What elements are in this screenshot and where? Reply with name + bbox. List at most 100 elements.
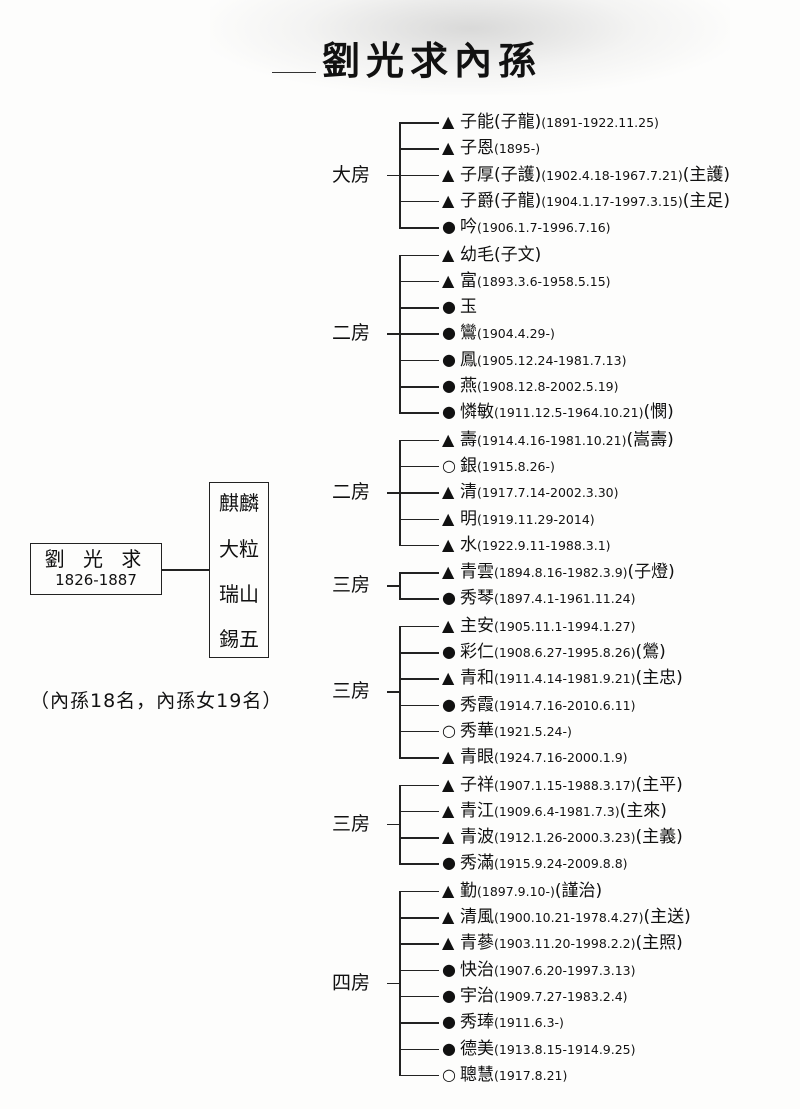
gender-symbol: ● xyxy=(442,1012,456,1032)
grandchild-name: 子厚 xyxy=(460,164,494,185)
branch-connector xyxy=(387,823,399,826)
gender-symbol: ▲ xyxy=(442,244,455,264)
grandchild-entry: ●玉 xyxy=(442,295,477,319)
life-dates: (1902.4.18-1967.7.21) xyxy=(541,167,683,183)
grandchild-name: 主安 xyxy=(460,615,494,636)
grandchild-entry: ▲主安(1905.11.1-1994.1.27) xyxy=(442,614,636,638)
member-connector xyxy=(399,544,439,547)
life-dates: (1895-) xyxy=(494,141,541,157)
member-connector xyxy=(399,598,439,600)
member-connector xyxy=(399,837,439,839)
branch-bracket xyxy=(399,890,401,1077)
alias-name: (主平) xyxy=(635,774,683,795)
life-dates: (1891-1922.11.25) xyxy=(541,115,659,130)
grandchild-name: 玉 xyxy=(460,297,477,318)
alias-name: (主來) xyxy=(619,800,667,821)
life-dates: (1924.7.16-2000.1.9) xyxy=(494,750,628,766)
member-connector xyxy=(399,492,439,494)
member-connector xyxy=(399,412,439,414)
grandchild-name: 快治 xyxy=(460,959,494,980)
life-dates: (1917.8.21) xyxy=(494,1067,568,1083)
grandchild-entry: ▲富(1893.3.6-1958.5.15) xyxy=(442,269,611,293)
grandchild-entry: ●憐敏(1911.12.5-1964.10.21)(憫) xyxy=(442,400,674,424)
gender-symbol: ▲ xyxy=(442,534,455,554)
gender-symbol: ○ xyxy=(442,720,456,740)
grandchild-entry: ○秀華(1921.5.24-) xyxy=(442,719,572,743)
grandchild-name: 勤 xyxy=(460,880,477,901)
son-name: 麒麟 xyxy=(219,491,259,515)
gender-symbol: ● xyxy=(442,323,456,343)
grandchild-entry: ●秀霞(1914.7.16-2010.6.11) xyxy=(442,693,636,717)
member-connector xyxy=(399,280,439,283)
member-connector xyxy=(399,917,439,919)
alias-name: (子文) xyxy=(494,244,542,265)
branch-connector xyxy=(387,691,399,693)
grandchild-name: 德美 xyxy=(460,1038,494,1059)
grandchild-name: 秀華 xyxy=(460,720,494,741)
life-dates: (1914.4.16-1981.10.21) xyxy=(477,432,627,448)
grandchild-entry: ▲青眼(1924.7.16-2000.1.9) xyxy=(442,745,628,769)
grandchild-name: 鳳 xyxy=(460,349,477,370)
gender-symbol: ▲ xyxy=(442,933,455,953)
gender-symbol: ● xyxy=(442,588,456,608)
gender-symbol: ▲ xyxy=(442,429,455,449)
grandchild-entry: ○銀(1915.8.26-) xyxy=(442,454,555,478)
member-connector xyxy=(399,227,439,229)
grandchild-entry: ▲幼毛(子文) xyxy=(442,243,541,267)
member-connector xyxy=(399,704,439,707)
gender-symbol: ▲ xyxy=(442,800,455,820)
life-dates: (1897.9.10-) xyxy=(477,883,555,899)
gender-symbol: ● xyxy=(442,349,456,369)
member-connector xyxy=(399,784,439,786)
gender-symbol: ● xyxy=(442,853,456,873)
grandchild-entry: ▲青和(1911.4.14-1981.9.21)(主忠) xyxy=(442,666,683,690)
alias-name: (主照) xyxy=(635,933,683,954)
member-connector xyxy=(399,465,439,468)
gender-symbol: ● xyxy=(442,297,456,317)
gender-symbol: ● xyxy=(442,985,456,1005)
gender-symbol: ● xyxy=(442,642,456,661)
alias-name: (主護) xyxy=(682,164,731,185)
grandchild-name: 銀 xyxy=(460,455,477,476)
gender-symbol: ● xyxy=(442,402,456,422)
grandchild-name: 青眼 xyxy=(460,747,494,768)
branch-connector xyxy=(387,174,399,177)
life-dates: (1917.7.14-2002.3.30) xyxy=(477,485,619,501)
grandchild-entry: ▲明(1919.11.29-2014) xyxy=(442,507,595,531)
life-dates: (1897.4.1-1961.11.24) xyxy=(494,591,636,607)
branch-connector xyxy=(387,492,399,494)
alias-name: (鶯) xyxy=(635,642,666,662)
branch-label: 二房 xyxy=(332,481,371,504)
alias-name: (主義) xyxy=(635,827,683,848)
grandchild-entry: ●燕(1908.12.8-2002.5.19) xyxy=(442,374,619,398)
grandchild-name: 秀霞 xyxy=(460,694,494,715)
grandchild-entry: ●快治(1907.6.20-1997.3.13) xyxy=(442,958,636,982)
son-name: 大粒 xyxy=(219,537,259,561)
life-dates: (1912.1.26-2000.3.23) xyxy=(494,830,636,846)
member-connector xyxy=(399,1074,439,1077)
life-dates: (1919.11.29-2014) xyxy=(477,511,595,527)
alias-name: (憫) xyxy=(643,402,674,423)
alias-name: (主送) xyxy=(643,907,691,927)
grandchild-entry: ▲子祥(1907.1.15-1988.3.17)(主平) xyxy=(442,773,683,797)
ancestor-years: 1826-1887 xyxy=(55,571,137,589)
grandchild-name: 青江 xyxy=(460,800,494,821)
branch-label: 三房 xyxy=(332,812,371,835)
grandchild-name: 吟 xyxy=(460,217,477,238)
gender-symbol: ▲ xyxy=(442,164,455,184)
grandchild-entry: ●鳳(1905.12.24-1981.7.13) xyxy=(442,348,626,372)
life-dates: (1907.1.15-1988.3.17) xyxy=(494,777,636,793)
title-rule xyxy=(272,72,316,73)
member-connector xyxy=(399,200,439,203)
member-connector xyxy=(399,1022,439,1024)
life-dates: (1914.7.16-2010.6.11) xyxy=(494,697,636,713)
branch-label: 大房 xyxy=(332,163,371,186)
life-dates: (1915.9.24-2009.8.8) xyxy=(494,856,628,872)
life-dates: (1900.10.21-1978.4.27) xyxy=(494,910,644,925)
gender-symbol: ● xyxy=(442,376,456,395)
life-dates: (1921.5.24-) xyxy=(494,723,572,739)
grandchild-name: 秀琫 xyxy=(460,1012,494,1033)
branch-label: 四房 xyxy=(332,971,371,994)
alias-name: (主忠) xyxy=(635,668,683,689)
grandchild-name: 清風 xyxy=(460,907,494,927)
